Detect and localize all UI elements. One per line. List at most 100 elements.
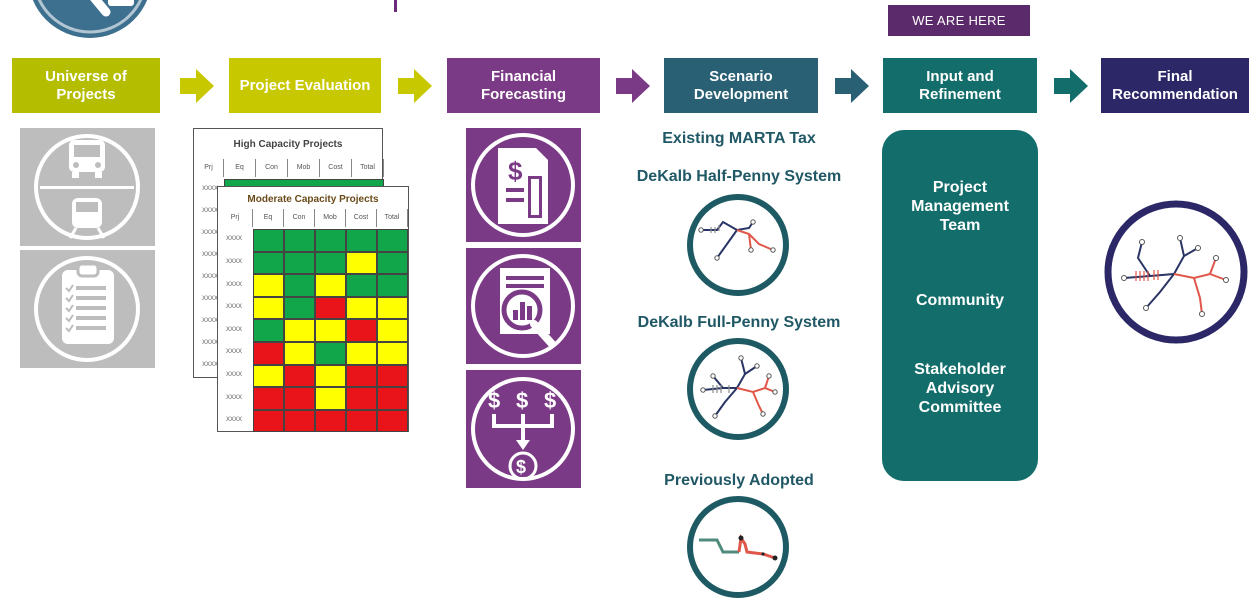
arrow-right-icon — [616, 69, 650, 103]
table-row-label: XXXX — [202, 186, 219, 192]
table-header-cell: Mob — [288, 159, 320, 177]
step-universe-of-projects: Universe of Projects — [12, 58, 160, 113]
score-cell — [346, 251, 377, 275]
step-label: Final Recommendation — [1112, 67, 1238, 103]
magnifier-bus-logo-icon — [32, 0, 148, 38]
table-header-cell: Cost — [320, 159, 352, 177]
score-cell — [253, 319, 284, 342]
project-management-team-label: Project Management Team — [911, 179, 1009, 234]
score-cell — [346, 229, 377, 252]
score-cell — [315, 296, 346, 320]
financial-document-tile: $ — [466, 128, 581, 242]
step-label: Project Evaluation — [239, 76, 371, 94]
score-cell — [315, 387, 346, 410]
table-header-cell: Prj — [218, 209, 253, 227]
score-cell — [253, 387, 284, 410]
score-cell — [253, 296, 284, 320]
score-cell — [377, 364, 408, 388]
table-header-cell: Eq — [224, 159, 256, 177]
we-are-here-label: WE ARE HERE — [912, 13, 1006, 28]
clipboard-checklist-icon — [34, 256, 140, 362]
score-cell — [346, 319, 377, 342]
magnifier-bar-chart-icon — [471, 254, 575, 358]
score-cell — [253, 274, 284, 297]
step-scenario-development: Scenario Development — [664, 58, 818, 113]
arrow-right-icon — [1054, 69, 1088, 103]
score-cell — [284, 251, 315, 275]
score-cell — [346, 409, 377, 433]
arrow-right-icon — [835, 69, 869, 103]
score-cell — [284, 387, 315, 410]
stakeholder-advisory-committee-label: Stakeholder Advisory Committee — [914, 361, 1006, 416]
score-cell — [284, 342, 315, 365]
score-cell — [346, 342, 377, 365]
step-financial-forecasting: Financial Forecasting — [447, 58, 600, 113]
score-cell — [284, 364, 315, 388]
table-row-label: XXXX — [202, 230, 219, 236]
score-cell — [346, 274, 377, 297]
score-cell — [377, 229, 408, 252]
table-header-cell: Eq — [253, 209, 284, 227]
table-row-label: XXXX — [226, 394, 243, 401]
score-cell — [377, 342, 408, 365]
table-header-cell: Cost — [346, 209, 377, 227]
svg-text:$: $ — [488, 388, 500, 413]
step-input-and-refinement: Input and Refinement — [883, 58, 1037, 113]
step-label: Universe of Projects — [45, 67, 127, 103]
table-row-label: XXXX — [226, 236, 243, 243]
table-header-cell: Total — [352, 159, 384, 177]
table-row-label: XXXX — [202, 340, 219, 346]
score-cell — [315, 364, 346, 388]
svg-text:$: $ — [516, 457, 526, 477]
universe-checklist-tile — [20, 250, 155, 368]
table-row-label: XXXX — [226, 417, 243, 424]
final-recommendation-map-icon — [1104, 200, 1248, 344]
score-cell — [377, 296, 408, 320]
we-are-here-banner: WE ARE HERE — [888, 5, 1030, 36]
score-cell — [377, 251, 408, 275]
score-cell — [284, 409, 315, 433]
table-header-cell: Total — [377, 209, 408, 227]
universe-transit-tile — [20, 128, 155, 246]
score-cell — [346, 387, 377, 410]
step-label: Input and Refinement — [919, 67, 1001, 103]
table-row-label: XXXX — [202, 318, 219, 324]
table-row-label: XXXX — [202, 274, 219, 280]
scenario-label-full-penny: DeKalb Full-Penny System — [637, 314, 841, 331]
table-header-cell: Con — [284, 209, 315, 227]
scenario-label-existing-marta: Existing MARTA Tax — [662, 130, 816, 147]
score-cell — [253, 229, 284, 252]
title-accent-bar — [394, 0, 397, 12]
score-cell — [284, 296, 315, 320]
table-row-label: XXXX — [226, 326, 243, 333]
svg-text:$: $ — [508, 156, 523, 186]
table-row-label: XXXX — [202, 296, 219, 302]
table-header-cell: Mob — [315, 209, 346, 227]
score-cell — [253, 342, 284, 365]
score-cell — [315, 342, 346, 365]
scenario-label-previously-adopted: Previously Adopted — [664, 472, 814, 489]
score-cell — [377, 319, 408, 342]
score-cell — [284, 229, 315, 252]
score-cell — [315, 229, 346, 252]
score-cell — [315, 251, 346, 275]
financial-analysis-tile — [466, 248, 581, 364]
bus-train-icon — [34, 134, 140, 240]
arrow-right-icon — [180, 69, 214, 103]
step-label: Financial Forecasting — [480, 67, 567, 103]
scenario-label-half-penny: DeKalb Half-Penny System — [636, 168, 842, 185]
previously-adopted-map-icon — [687, 496, 789, 598]
score-cell — [377, 409, 408, 433]
table-row-label: XXXX — [226, 304, 243, 311]
input-refinement-panel — [882, 130, 1038, 481]
full-penny-system-map-icon — [687, 338, 789, 440]
table-row-label: XXXX — [202, 362, 219, 368]
score-cell — [377, 387, 408, 410]
table-header-cell: Con — [256, 159, 288, 177]
score-cell — [253, 251, 284, 275]
score-cell — [315, 409, 346, 433]
score-cell — [284, 319, 315, 342]
table-row-label: XXXX — [226, 349, 243, 356]
score-cell — [284, 274, 315, 297]
